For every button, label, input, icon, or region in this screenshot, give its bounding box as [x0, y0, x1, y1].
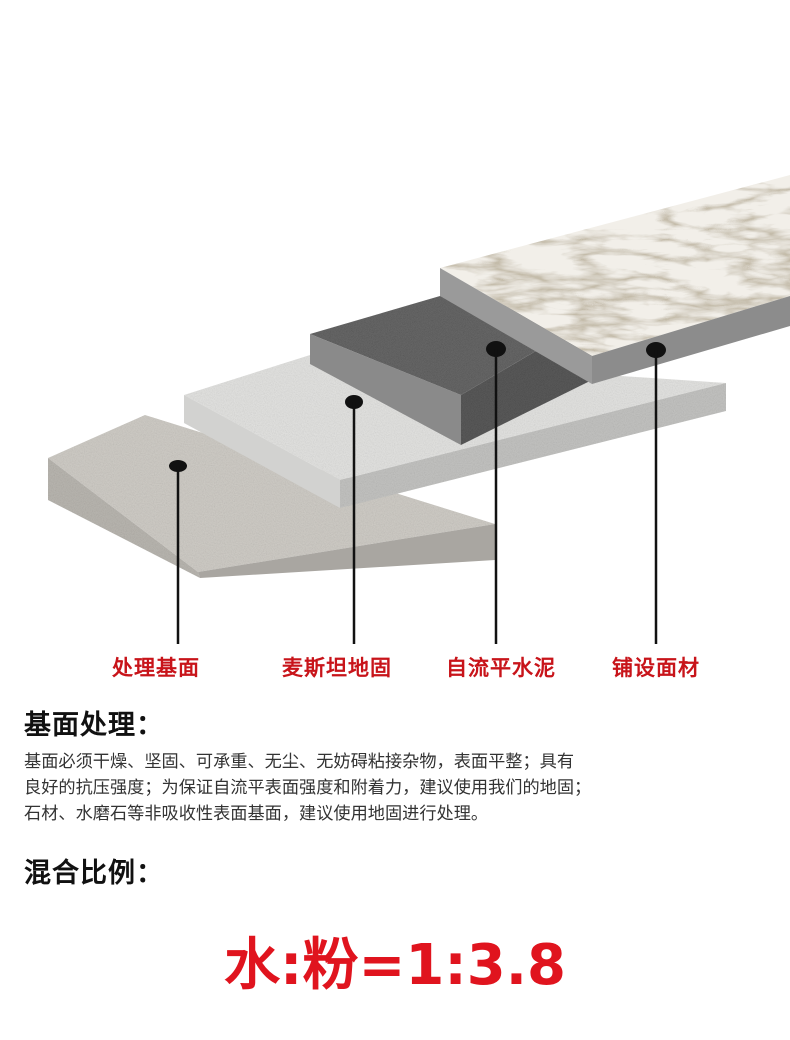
mix-ratio-title: 混合比例：	[24, 858, 164, 889]
layer-label-cement: 自流平水泥	[446, 656, 556, 680]
layer-label-finish: 铺设面材	[612, 656, 700, 680]
mix-ratio-value: 水:粉=1:3.8	[224, 933, 566, 998]
layer-marble-slab	[440, 175, 790, 384]
pointer-marble	[646, 342, 666, 644]
layer-label-primer: 麦斯坦地固	[282, 656, 392, 680]
pointer-primer	[345, 395, 363, 644]
base-treatment-description: 基面必须干燥、坚固、可承重、无尘、无妨碍粘接杂物，表面平整；具有 良好的抗压强度…	[24, 749, 784, 827]
description-line: 良好的抗压强度；为保证自流平表面强度和附着力，建议使用我们的地固；	[24, 778, 592, 798]
layer-label-base: 处理基面	[112, 656, 200, 680]
description-line: 石材、水磨石等非吸收性表面基面，建议使用地固进行处理。	[24, 804, 489, 824]
base-treatment-title: 基面处理：	[24, 710, 164, 741]
pointer-cement	[486, 341, 506, 644]
description-line: 基面必须干燥、坚固、可承重、无尘、无妨碍粘接杂物，表面平整；具有	[24, 752, 575, 772]
floor-layers-illustration	[48, 175, 790, 644]
layer-base-slab	[48, 415, 495, 578]
pointer-base	[169, 460, 187, 644]
